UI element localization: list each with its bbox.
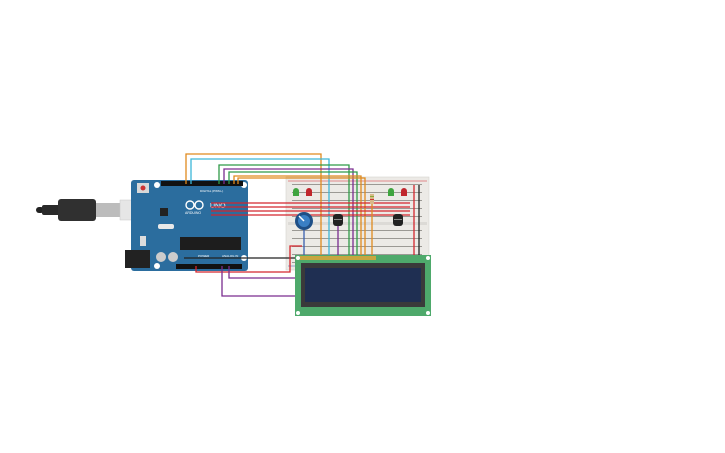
- wire-orange-2: [233, 175, 362, 258]
- wire-orange-3: [237, 177, 366, 258]
- potentiometer-icon[interactable]: [295, 212, 313, 230]
- arduino-logo-icon: [185, 200, 204, 210]
- arduino-digital-label: DIGITAL (PWM~): [200, 189, 223, 193]
- led-red-1[interactable]: [306, 188, 312, 196]
- wire-purple-1: [223, 168, 354, 258]
- temperature-sensor-icon-1[interactable]: [333, 214, 343, 226]
- lcd-screen: [305, 268, 421, 302]
- arduino-brand-label: ARDUINO: [185, 211, 201, 215]
- led-green-2[interactable]: [388, 188, 394, 196]
- temperature-sensor-icon-2[interactable]: [393, 214, 403, 226]
- lcd-display[interactable]: [295, 255, 431, 316]
- led-red-2[interactable]: [401, 188, 407, 196]
- usb-cable-icon[interactable]: [36, 199, 149, 221]
- wire-purple-3: [221, 266, 296, 297]
- arduino-power-label: POWER: [198, 254, 210, 258]
- led-green-1[interactable]: [293, 188, 299, 196]
- wires[interactable]: [184, 153, 420, 297]
- arduino-analog-label: ANALOG IN: [222, 254, 238, 258]
- resistor[interactable]: [370, 194, 374, 204]
- wire-orange-1: [185, 153, 322, 262]
- wire-red-5v: [195, 245, 302, 273]
